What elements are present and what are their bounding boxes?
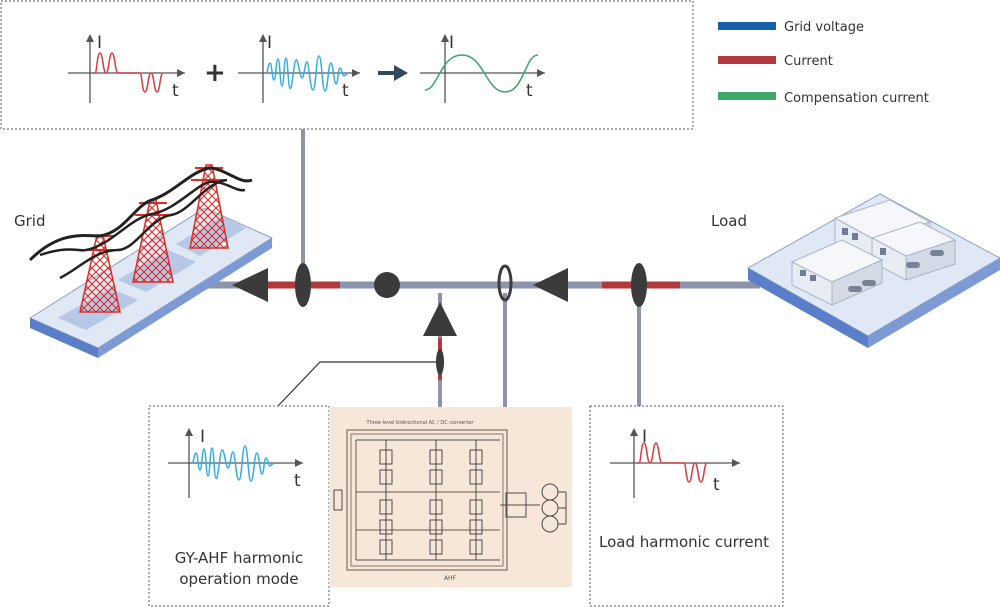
panel-right-axis-i: I: [642, 427, 647, 447]
load-current-graph: [68, 34, 185, 103]
graph3-axis-t: t: [526, 81, 533, 101]
arrowhead-icon: [423, 302, 457, 336]
legend-label-grid-voltage: Grid voltage: [784, 20, 864, 35]
panel-left-axis-t: t: [294, 471, 301, 491]
harmonic-injection-graph: [238, 34, 360, 103]
legend-label-current: Current: [784, 54, 833, 69]
ahf-harmonic-graph: [168, 428, 303, 498]
arrow-right-icon: [378, 65, 408, 81]
legend-swatch-compensation: [718, 92, 776, 100]
arrowhead-icon: [232, 268, 268, 302]
graph3-axis-i: I: [449, 33, 454, 53]
junction-node: [374, 272, 400, 298]
ahf-mode-title-line2: operation mode: [179, 570, 298, 588]
arrowhead-icon: [533, 268, 568, 302]
graph1-axis-t: t: [172, 81, 179, 101]
leader-line: [277, 361, 436, 407]
converter-schematic: Three-level bidirectional AC / DC conver…: [329, 407, 572, 587]
power-tower-icon: [28, 164, 274, 358]
load-label: Load: [711, 212, 747, 230]
legend-swatch-grid-voltage: [718, 22, 776, 30]
panel-left-axis-i: I: [200, 427, 205, 447]
converter-caption: AHF: [444, 575, 457, 582]
grid-label: Grid: [14, 212, 45, 230]
current-sensor-icon: [436, 349, 444, 375]
panel-right-axis-t: t: [713, 475, 720, 495]
graph2-axis-t: t: [342, 81, 349, 101]
current-sensor-icon: [631, 263, 647, 307]
factory-building-icon: [746, 193, 1000, 348]
load-harmonic-panel: [589, 405, 784, 607]
current-sensor-icon: [497, 264, 513, 302]
converter-title: Three-level bidirectional AC / DC conver…: [366, 420, 475, 426]
legend-label-compensation: Compensation current: [784, 91, 929, 106]
ahf-mode-title-line1: GY-AHF harmonic: [175, 549, 304, 567]
plus-sign: +: [204, 58, 226, 88]
graph1-axis-i: I: [97, 33, 102, 53]
legend: Grid voltage Current Compensation curren…: [718, 20, 929, 106]
compensated-current-graph: [420, 34, 545, 103]
ahf-mode-panel: [148, 405, 330, 607]
legend-swatch-current: [718, 56, 776, 64]
top-waveform-panel: [0, 0, 694, 130]
load-harmonic-title: Load harmonic current: [599, 533, 769, 551]
load-harmonic-graph: [610, 428, 740, 498]
current-sensor-icon: [295, 263, 311, 307]
graph2-axis-i: I: [267, 33, 272, 53]
